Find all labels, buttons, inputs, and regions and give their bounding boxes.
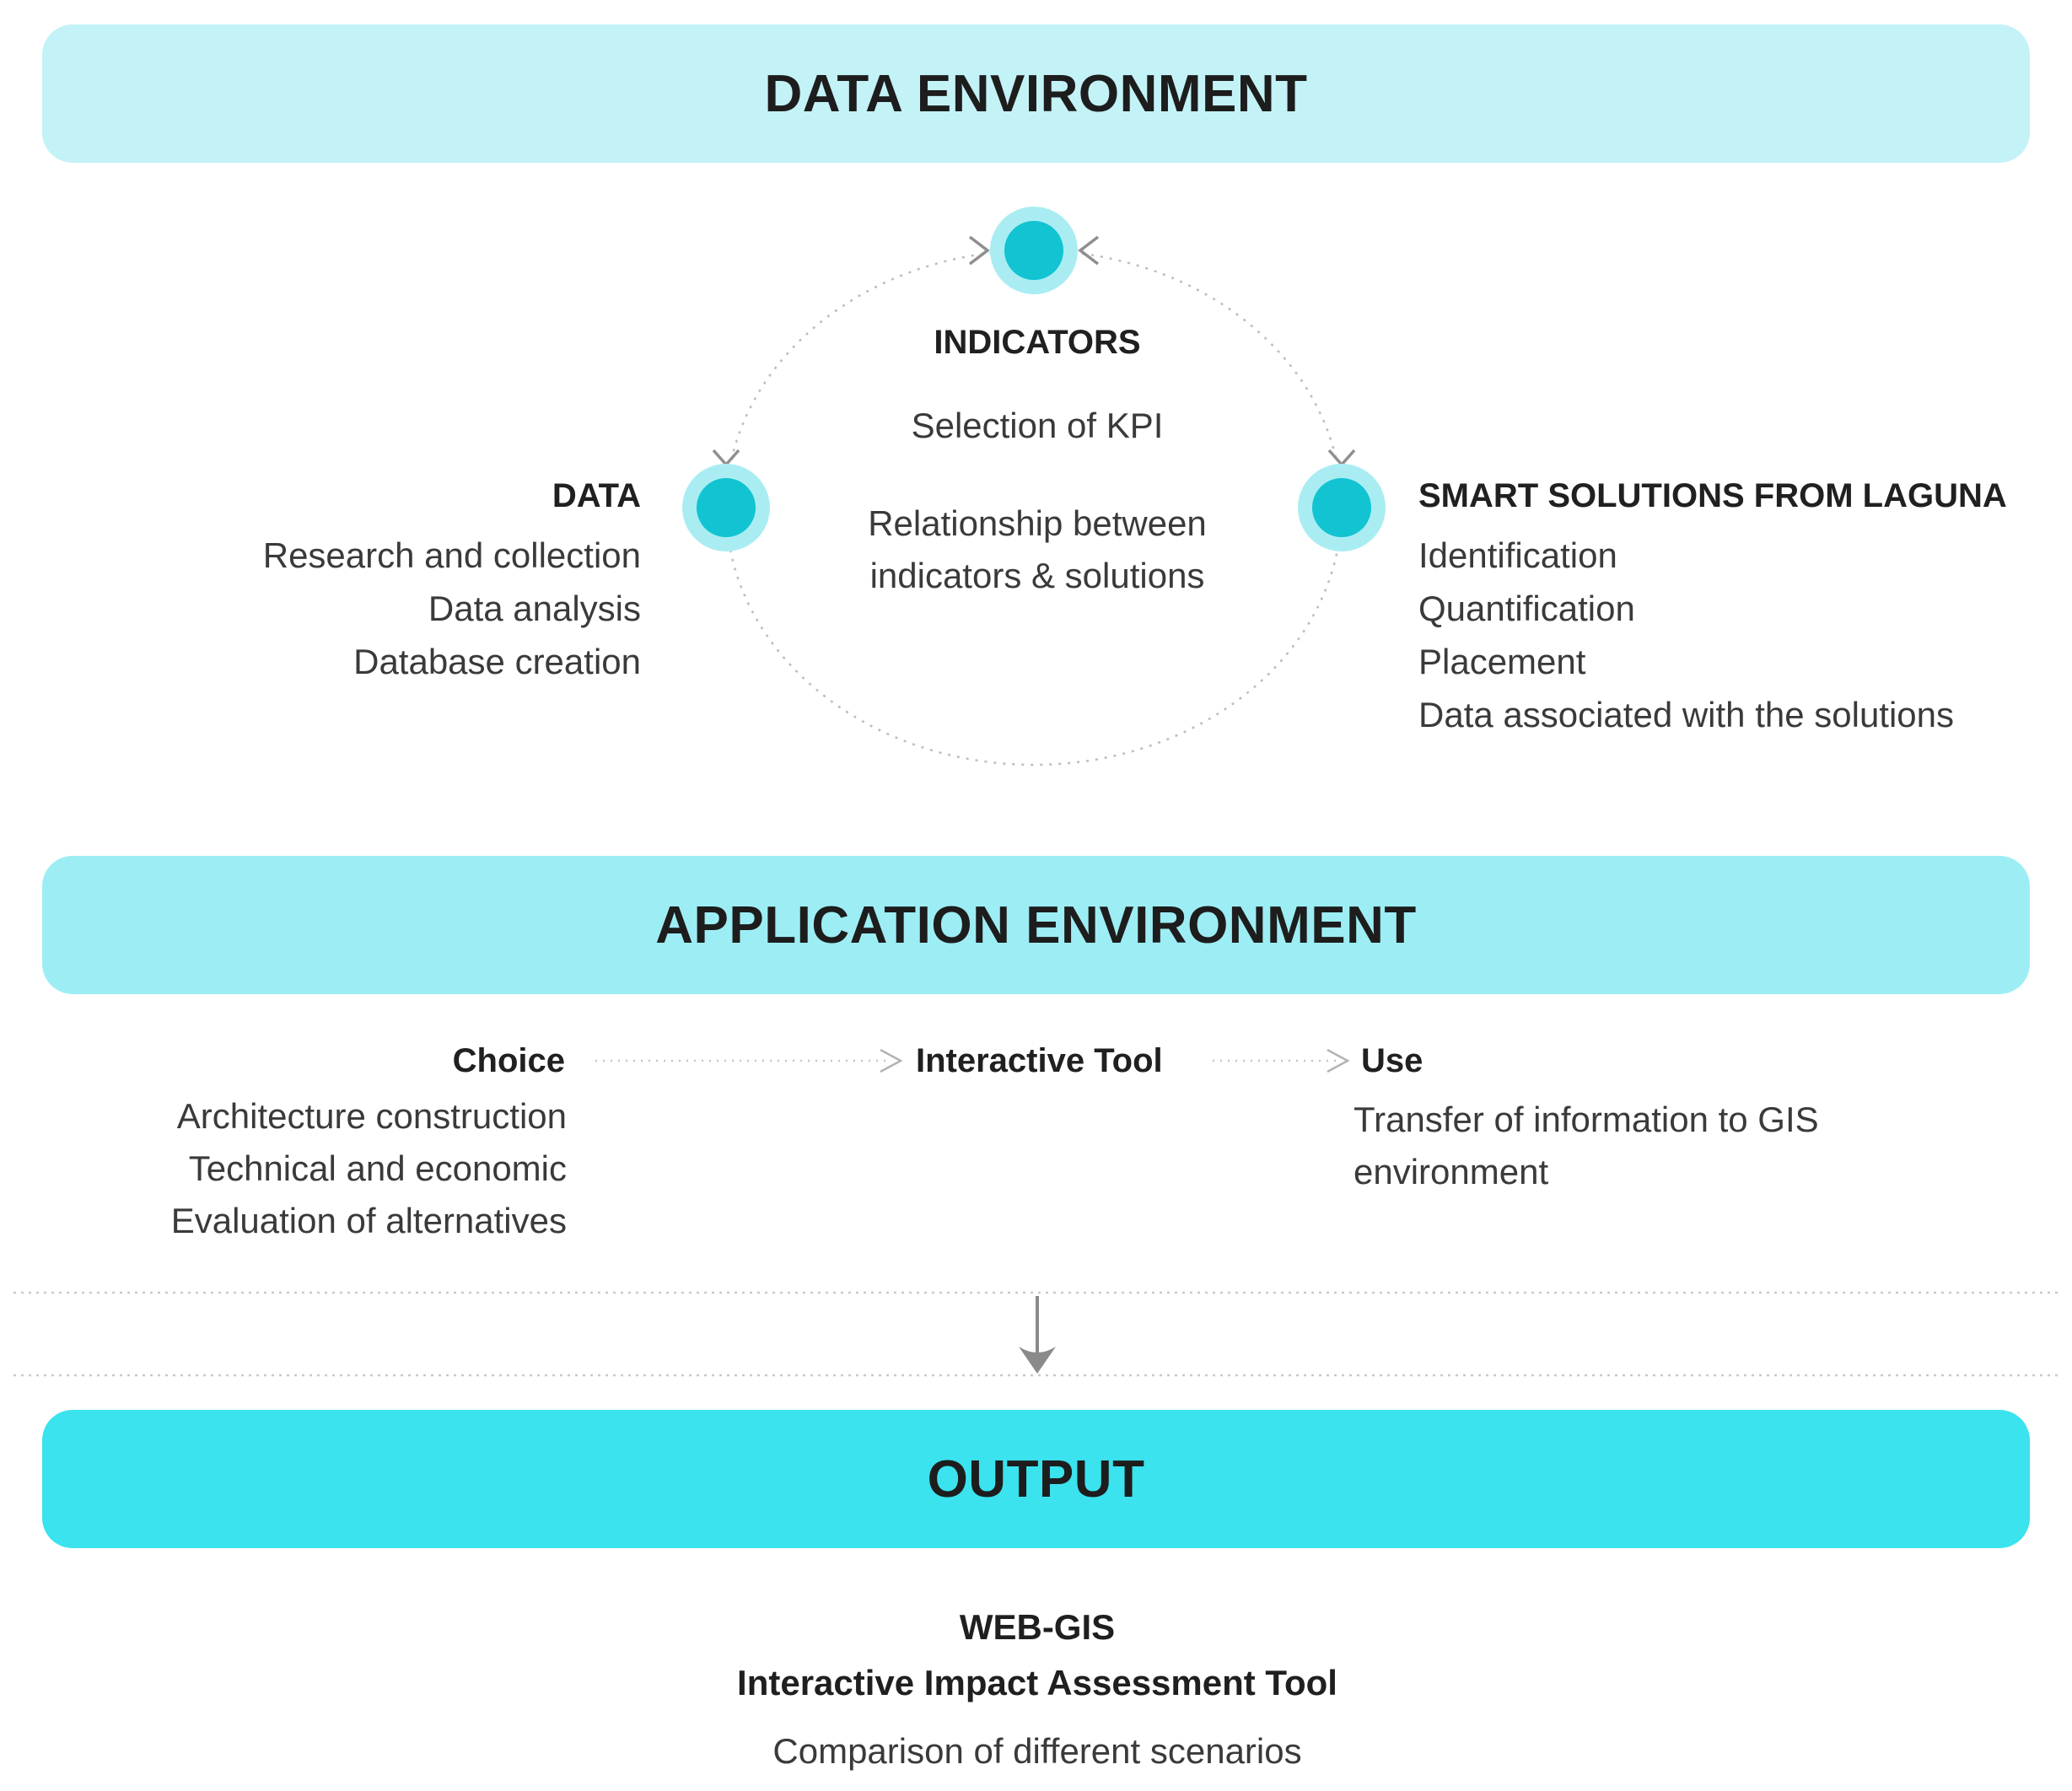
use-list-item: Transfer of information to GIS environme… xyxy=(1354,1100,1819,1191)
arrow-into-smart-top-icon xyxy=(1327,449,1356,467)
smart-solutions-title: SMART SOLUTIONS FROM LAGUNA xyxy=(1418,477,2007,514)
smart-solutions-node-icon xyxy=(1298,464,1386,551)
choice-title: Choice xyxy=(452,1042,565,1079)
banner-data-environment-title: DATA ENVIRONMENT xyxy=(764,64,1308,123)
output-webgis-label: WEB-GIS xyxy=(959,1607,1116,1647)
output-connector xyxy=(13,1291,2059,1377)
data-node-core xyxy=(697,478,756,537)
output-tool-label: Interactive Impact Assessment Tool xyxy=(737,1663,1337,1702)
application-flow-arrows xyxy=(595,1048,1350,1073)
data-title: DATA xyxy=(552,477,641,514)
data-node-icon xyxy=(682,464,770,551)
arrow-choice-to-tool-icon xyxy=(880,1048,903,1073)
banner-application-environment-title: APPLICATION ENVIRONMENT xyxy=(655,896,1417,955)
down-arrow-head-icon xyxy=(1019,1347,1056,1374)
arrow-into-indicators-left-icon xyxy=(968,235,990,266)
output-comparison-label: Comparison of different scenarios xyxy=(772,1731,1302,1771)
smart-solutions-node-core xyxy=(1312,478,1371,537)
banner-data-environment: DATA ENVIRONMENT xyxy=(42,24,2030,163)
smart-solutions-list: Identification Quantification Placement … xyxy=(1418,529,1954,741)
smart-solutions-list-item: Identification xyxy=(1418,535,1617,575)
data-list: Research and collection Data analysis Da… xyxy=(263,529,641,688)
use-title: Use xyxy=(1361,1042,1423,1079)
indicators-node-core xyxy=(1004,221,1063,280)
arrow-into-data-top-icon xyxy=(712,449,740,467)
banner-application-environment: APPLICATION ENVIRONMENT xyxy=(42,856,2030,994)
choice-list-item: Technical and economic xyxy=(188,1148,567,1188)
banner-output: OUTPUT xyxy=(42,1410,2030,1548)
arrow-into-indicators-right-icon xyxy=(1078,235,1100,266)
smart-solutions-list-item: Placement xyxy=(1418,642,1586,681)
choice-list-item: Architecture construction xyxy=(176,1096,567,1136)
smart-solutions-list-item: Quantification xyxy=(1418,589,1635,628)
data-list-item: Database creation xyxy=(353,642,641,681)
data-list-item: Data analysis xyxy=(428,589,641,628)
indicators-title: INDICATORS xyxy=(934,324,1141,361)
arrow-tool-to-use-icon xyxy=(1327,1048,1350,1073)
indicators-node-icon xyxy=(990,207,1078,294)
interactive-tool-title: Interactive Tool xyxy=(916,1042,1163,1079)
indicators-line-relationship: Relationship between indicators & soluti… xyxy=(868,503,1207,595)
choice-list: Architecture construction Technical and … xyxy=(171,1090,567,1247)
smart-solutions-list-item: Data associated with the solutions xyxy=(1418,695,1955,734)
choice-list-item: Evaluation of alternatives xyxy=(170,1201,567,1240)
indicators-line-selection: Selection of KPI xyxy=(911,406,1164,445)
data-list-item: Research and collection xyxy=(262,535,641,575)
banner-output-title: OUTPUT xyxy=(927,1449,1145,1509)
